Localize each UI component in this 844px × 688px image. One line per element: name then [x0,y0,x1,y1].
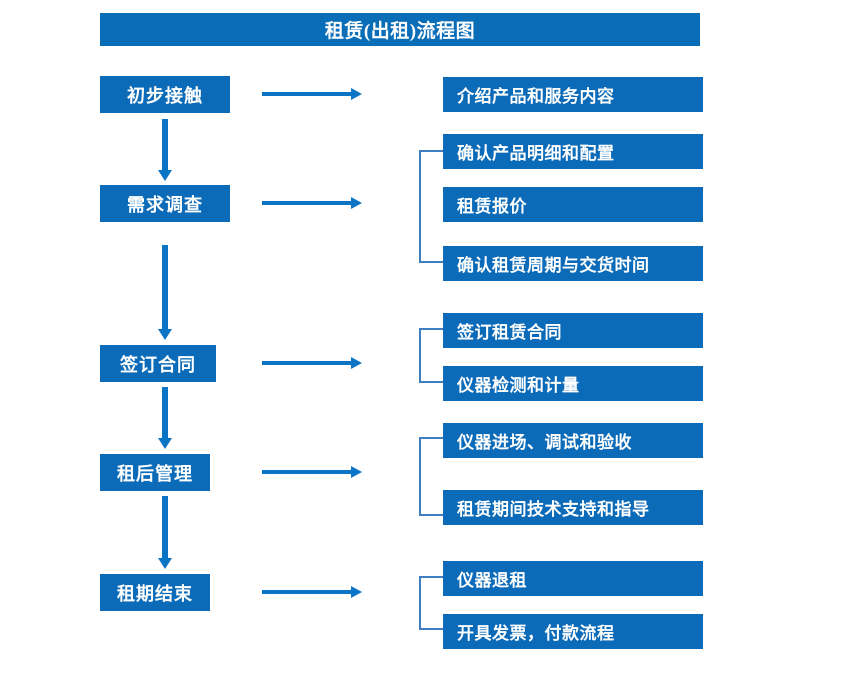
task-box-5[interactable]: 签订租赁合同 [443,313,703,348]
task-box-10[interactable]: 开具发票，付款流程 [443,614,703,649]
task-label: 仪器检测和计量 [457,376,580,395]
stage-box-5[interactable]: 租期结束 [100,574,210,611]
task-label: 签订租赁合同 [457,323,562,342]
task-label: 介绍产品和服务内容 [457,87,615,106]
stage-label: 租后管理 [117,463,193,484]
task-label: 开具发票，付款流程 [457,624,615,643]
task-label: 确认租赁周期与交货时间 [457,256,650,275]
task-label: 仪器进场、调试和验收 [457,433,632,452]
task-box-9[interactable]: 仪器退租 [443,561,703,596]
task-label: 租赁期间技术支持和指导 [457,500,650,519]
stage-label: 租期结束 [117,583,193,604]
group-bracket-1 [419,150,443,263]
flow-arrow-right-icon-2 [262,197,362,209]
flow-arrow-down-icon-2 [158,245,172,340]
stage-label: 签订合同 [120,354,196,375]
flow-arrow-down-icon-3 [158,387,172,449]
task-box-7[interactable]: 仪器进场、调试和验收 [443,423,703,458]
task-label: 租赁报价 [457,197,527,216]
flow-arrow-right-icon-4 [262,466,362,478]
flow-arrow-right-icon-1 [262,88,362,100]
task-box-6[interactable]: 仪器检测和计量 [443,366,703,401]
task-box-1[interactable]: 介绍产品和服务内容 [443,77,703,112]
stage-box-1[interactable]: 初步接触 [100,76,230,113]
task-label: 确认产品明细和配置 [457,144,615,163]
flow-arrow-right-icon-3 [262,357,362,369]
stage-box-3[interactable]: 签订合同 [100,345,216,382]
task-box-8[interactable]: 租赁期间技术支持和指导 [443,490,703,525]
diagram-title: 租赁(出租)流程图 [324,21,476,42]
group-bracket-2 [419,328,443,383]
stage-box-4[interactable]: 租后管理 [100,454,210,491]
group-bracket-3 [419,437,443,516]
group-bracket-4 [419,576,443,630]
flow-arrow-right-icon-5 [262,586,362,598]
task-label: 仪器退租 [457,571,527,590]
flow-arrow-down-icon-4 [158,496,172,569]
task-box-4[interactable]: 确认租赁周期与交货时间 [443,246,703,281]
task-box-3[interactable]: 租赁报价 [443,187,703,222]
stage-label: 需求调查 [127,194,203,215]
diagram-title-bar: 租赁(出租)流程图 [100,13,700,46]
stage-box-2[interactable]: 需求调查 [100,185,230,222]
flow-arrow-down-icon-1 [158,119,172,181]
stage-label: 初步接触 [127,85,203,106]
task-box-2[interactable]: 确认产品明细和配置 [443,134,703,169]
